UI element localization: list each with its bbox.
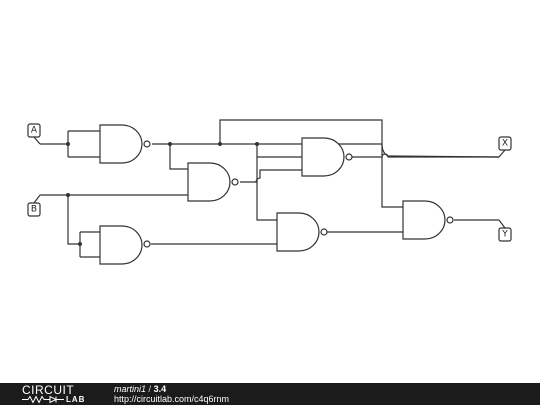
nand-gate-3[interactable] xyxy=(301,137,353,177)
nand-gate-2[interactable] xyxy=(187,162,239,202)
circuitlab-logo[interactable]: CIRCUIT LAB xyxy=(22,384,96,404)
circuit-canvas: A B X Y xyxy=(27,119,512,265)
nand-gate-5[interactable] xyxy=(276,212,328,252)
output-port-y[interactable]: Y xyxy=(498,219,512,242)
circuit-meta: martini1 / 3.4 http://circuitlab.com/c4q… xyxy=(114,384,229,404)
output-y-label: Y xyxy=(501,230,508,240)
nand-gate-6[interactable] xyxy=(402,200,454,240)
meta-separator: / xyxy=(148,384,152,394)
logo-resistor-icon xyxy=(22,395,64,404)
junctions xyxy=(66,142,259,246)
output-x-label: X xyxy=(502,139,508,149)
circuit-url[interactable]: http://circuitlab.com/c4q6rnm xyxy=(114,394,230,404)
input-b-label: B xyxy=(31,205,37,215)
circuit-title[interactable]: 3.4 xyxy=(153,384,167,394)
footer-bar: CIRCUIT LAB martini1 / 3.4 http://circui… xyxy=(0,383,540,405)
output-port-x[interactable]: X xyxy=(498,136,512,158)
logo-text-bottom: LAB xyxy=(66,395,86,404)
nand-gate-1[interactable] xyxy=(99,124,151,164)
logo-text-top: CIRCUIT xyxy=(22,383,75,397)
input-a-label: A xyxy=(31,126,38,136)
author-link[interactable]: martini1 xyxy=(114,384,147,394)
input-port-b[interactable]: B xyxy=(27,194,41,217)
schematic: A B X Y xyxy=(27,119,512,265)
nand-gate-4[interactable] xyxy=(99,225,151,265)
input-port-a[interactable]: A xyxy=(27,123,41,145)
